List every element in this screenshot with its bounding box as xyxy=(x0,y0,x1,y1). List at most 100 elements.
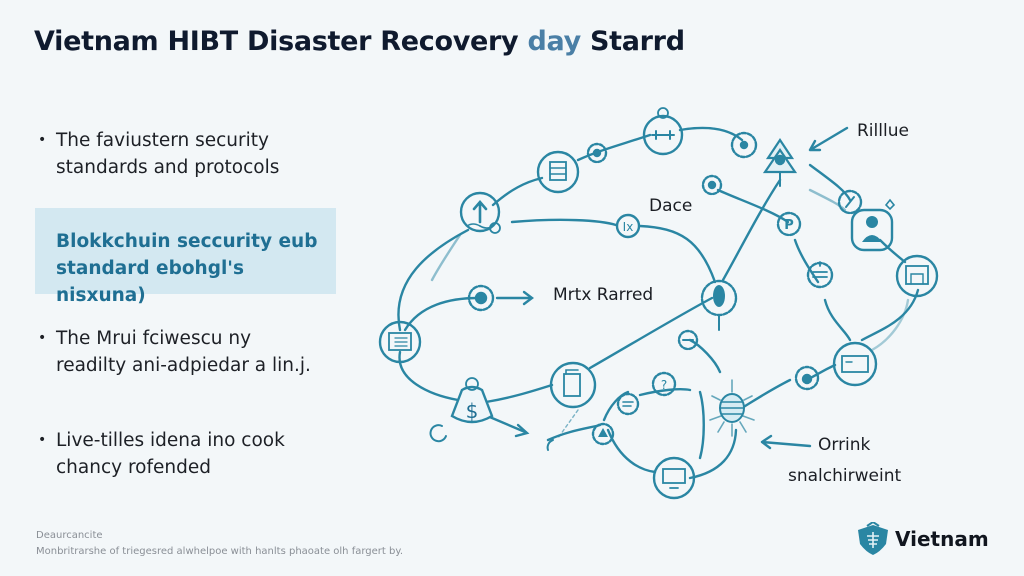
pin-node xyxy=(591,422,615,446)
monitor-icon xyxy=(841,355,869,373)
highlight-text: Blokkchuin seccurity eub standard ebohgl… xyxy=(56,228,336,309)
connection-line xyxy=(638,388,692,397)
dollar-icon: $ xyxy=(466,399,479,423)
tool-node xyxy=(837,189,863,215)
clipboard-node xyxy=(549,361,597,409)
small-shield xyxy=(884,198,896,211)
connection-line xyxy=(638,224,717,284)
lock-node xyxy=(730,131,758,159)
label-rillue: Rilllue xyxy=(857,121,909,141)
link-node xyxy=(642,114,684,156)
question-node: ? xyxy=(651,371,677,397)
connection-line xyxy=(484,383,554,404)
refresh-icon xyxy=(429,424,447,443)
connection-line xyxy=(522,290,534,306)
page-title: Vietnam HIBT Disaster Recovery day Starr… xyxy=(34,26,685,57)
connection-line xyxy=(688,428,738,480)
logo-text: Vietnam xyxy=(895,527,989,551)
user-icon xyxy=(866,216,878,228)
connection-line xyxy=(678,126,744,142)
shield-logo-icon xyxy=(858,522,888,555)
gear-node xyxy=(586,142,608,164)
connection-line xyxy=(403,296,480,332)
connection-line xyxy=(602,390,630,422)
desktop-icon xyxy=(662,468,686,484)
bullet-item: • Live-tilles idena ino cook chancy rofe… xyxy=(38,427,285,481)
connection-line xyxy=(878,238,907,264)
highlight-line: Blokkchuin seccurity eub xyxy=(56,231,318,252)
bullet-line: The Mrui fciwescu ny xyxy=(56,328,252,349)
label-snalchirweint: snalchirweint xyxy=(788,466,902,486)
small-node xyxy=(546,439,554,451)
connection-line xyxy=(808,188,847,212)
building-icon xyxy=(905,265,929,285)
highlight-line: standard ebohgl's nisxuna) xyxy=(56,258,244,306)
server-node xyxy=(536,150,580,194)
bullet-item: • The Mrui fciwescu ny readilty ani-adpi… xyxy=(38,325,311,379)
small-gear-node xyxy=(677,329,699,351)
parking-node: P xyxy=(776,211,802,237)
money-bag-node: $ xyxy=(450,377,494,424)
bullet-item: • The faviustern security standards and … xyxy=(38,127,279,181)
mapping-node xyxy=(700,279,738,331)
network-node xyxy=(459,191,501,233)
bullet-line: The faviustern security xyxy=(56,130,269,151)
connection-line xyxy=(698,390,705,460)
connection-line xyxy=(688,338,722,374)
connection-line xyxy=(430,233,462,282)
connection-line xyxy=(860,288,920,342)
connection-line xyxy=(606,428,657,474)
apple-node xyxy=(794,365,820,391)
chat-node xyxy=(616,392,640,416)
connection-line xyxy=(721,178,782,282)
burst-node xyxy=(709,379,755,437)
connection-line xyxy=(588,296,714,370)
connection-line xyxy=(823,298,852,342)
footer-caption: Monbritrarshe of triegesred alwhelpoe wi… xyxy=(36,546,404,557)
connection-line xyxy=(514,423,530,438)
document-node: Ix xyxy=(615,213,641,239)
building-node xyxy=(895,254,939,298)
bullet-dot: • xyxy=(38,330,47,346)
small-node xyxy=(657,107,669,119)
link-icon xyxy=(651,130,675,140)
bullet-dot: • xyxy=(38,132,47,148)
connection-line xyxy=(491,176,544,207)
bullet-line: chancy rofended xyxy=(56,457,211,478)
connection-line xyxy=(808,363,837,380)
document-list-node xyxy=(378,320,422,364)
bullet-dot: • xyxy=(38,432,47,448)
bullet-line: readilty ani-adpiedar a lin.j. xyxy=(56,355,311,376)
label-dace: Dace xyxy=(649,196,693,216)
user-node xyxy=(850,208,894,252)
connection-line xyxy=(398,350,460,402)
connection-lines xyxy=(397,126,920,480)
monitor-node xyxy=(832,341,878,387)
label-mrtx-rarred: Mrtx Rarred xyxy=(553,285,654,305)
svg-text:Ix: Ix xyxy=(623,220,634,234)
label-orrink: Orrink xyxy=(818,435,871,455)
connection-line xyxy=(740,378,792,410)
connection-line xyxy=(870,298,910,352)
clipboard-icon xyxy=(563,373,581,397)
connection-line xyxy=(510,218,618,227)
small-node xyxy=(489,222,501,234)
connection-line xyxy=(397,228,470,332)
bullet-line: Live-tilles idena ino cook xyxy=(56,430,285,451)
title-end: Starrd xyxy=(580,26,685,57)
title-main: Vietnam HIBT Disaster Recovery xyxy=(34,26,528,57)
footer-title: Deaurcancite xyxy=(36,530,103,541)
title-accent: day xyxy=(527,26,581,57)
arrow-to-rillue xyxy=(808,126,849,152)
desktop-node xyxy=(652,456,696,500)
alert-node xyxy=(701,174,723,196)
document-icon xyxy=(388,332,412,351)
connection-line xyxy=(716,188,790,224)
storage-node xyxy=(806,261,834,289)
p-icon: P xyxy=(784,218,794,233)
server-icon xyxy=(549,161,567,181)
connection-line xyxy=(483,413,527,434)
arrow-to-orrink xyxy=(760,434,812,450)
gear-dot-node xyxy=(467,284,495,312)
